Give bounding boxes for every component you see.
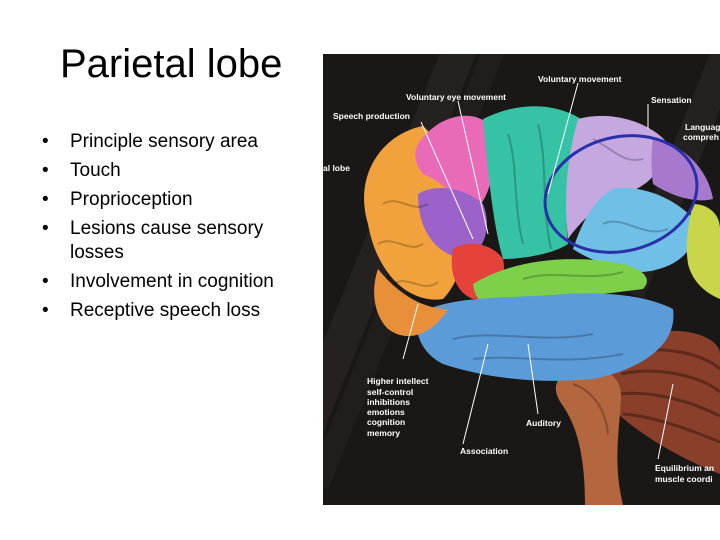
label-inhibitions: inhibitions bbox=[367, 397, 410, 407]
brainstem-shape bbox=[555, 367, 623, 505]
bullet-glyph: • bbox=[42, 189, 49, 210]
parietal-highlight-circle bbox=[543, 134, 699, 254]
bullet-text: Involvement in cognition bbox=[70, 271, 274, 292]
bullet-text: Principle sensory area bbox=[70, 131, 258, 152]
label-voluntary-eye-movement: Voluntary eye movement bbox=[406, 92, 506, 102]
bullet-item: • Touch bbox=[42, 159, 302, 183]
label-equilibrium-line1: Equilibrium an bbox=[655, 463, 714, 473]
brain-illustration: Voluntary movement Voluntary eye movemen… bbox=[323, 54, 720, 505]
label-language-line1: Languag bbox=[685, 122, 720, 132]
label-emotions: emotions bbox=[367, 407, 405, 417]
bullet-glyph: • bbox=[42, 131, 49, 152]
bullet-glyph: • bbox=[42, 218, 49, 239]
bullet-item: • Principle sensory area bbox=[42, 130, 302, 154]
brain-lobes bbox=[364, 106, 720, 381]
bullet-glyph: • bbox=[42, 271, 49, 292]
label-parietal-lobe-fragment: al lobe bbox=[323, 163, 350, 173]
bullet-text: Touch bbox=[70, 160, 121, 181]
bullet-item: • Involvement in cognition bbox=[42, 270, 302, 294]
label-memory: memory bbox=[367, 428, 400, 438]
bullet-list: • Principle sensory area • Touch • Proprioc… bbox=[42, 130, 302, 328]
label-cognition: cognition bbox=[367, 417, 405, 427]
label-self-control: self-control bbox=[367, 387, 413, 397]
bullet-text: Lesions cause sensory losses bbox=[70, 218, 264, 263]
label-sensation: Sensation bbox=[651, 95, 692, 105]
leader-lines bbox=[402, 82, 674, 460]
label-voluntary-movement: Voluntary movement bbox=[538, 74, 622, 84]
label-association: Association bbox=[460, 446, 508, 456]
label-language-line2: compreh bbox=[683, 132, 719, 142]
bullet-item: • Lesions cause sensory losses bbox=[42, 217, 302, 265]
label-speech-production: Speech production bbox=[333, 111, 410, 121]
bullet-item: • Proprioception bbox=[42, 188, 302, 212]
brain-figure: Voluntary movement Voluntary eye movemen… bbox=[323, 54, 720, 505]
label-higher-intellect: Higher intellect bbox=[367, 376, 429, 386]
bullet-item: • Receptive speech loss bbox=[42, 299, 302, 323]
bullet-glyph: • bbox=[42, 160, 49, 181]
bullet-text: Receptive speech loss bbox=[70, 300, 261, 321]
label-equilibrium-line2: muscle coordi bbox=[655, 474, 713, 484]
bullet-glyph: • bbox=[42, 300, 49, 321]
slide-title: Parietal lobe bbox=[60, 42, 283, 86]
bullet-text: Proprioception bbox=[70, 189, 193, 210]
label-auditory: Auditory bbox=[526, 418, 561, 428]
